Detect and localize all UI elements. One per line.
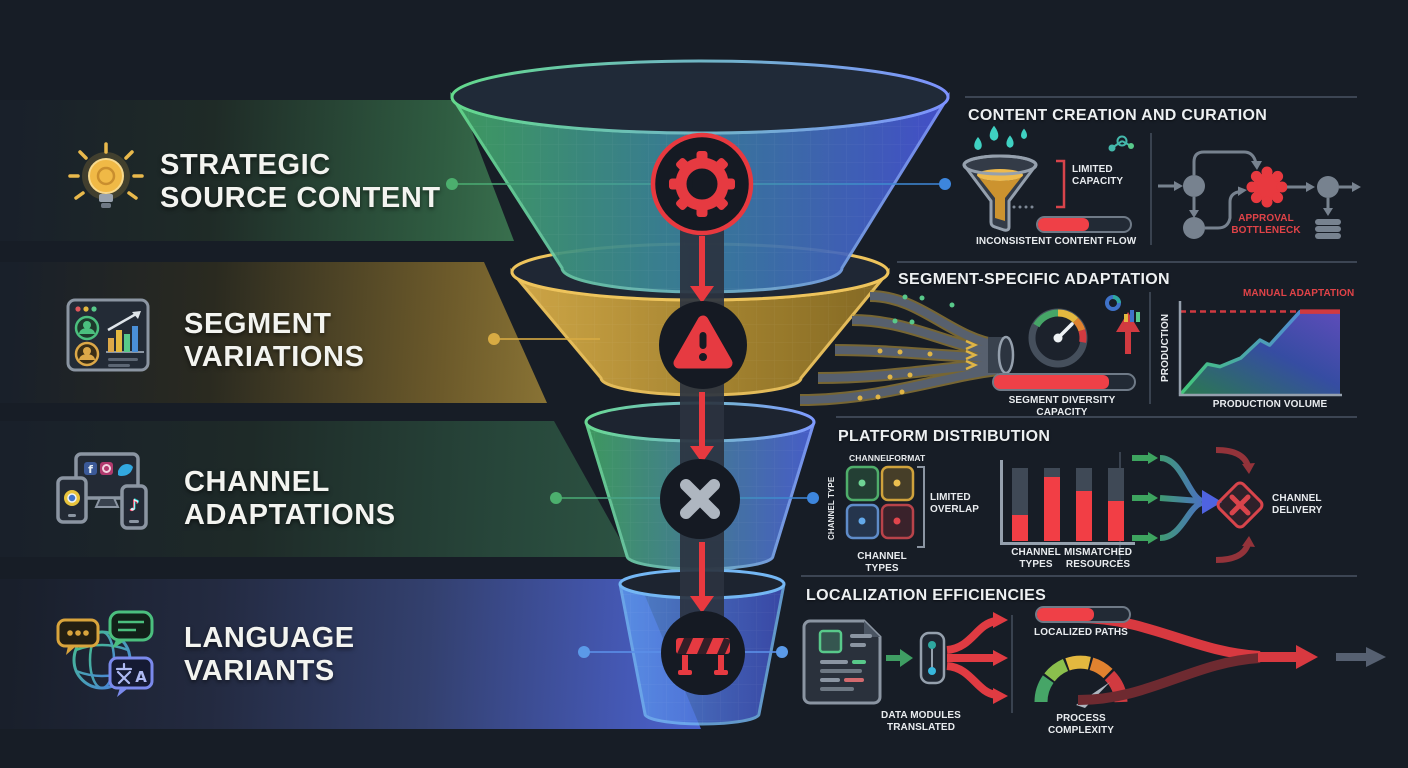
panel-4-title: LOCALIZATION EFFICIENCIES xyxy=(806,587,1047,604)
matrix-col-format: FORMAT xyxy=(889,453,926,463)
blocked-icon xyxy=(660,459,740,539)
svg-text:♪: ♪ xyxy=(128,496,138,515)
stage-label-line: ADAPTATIONS xyxy=(184,499,396,531)
stage-label-line: VARIATIONS xyxy=(184,341,365,373)
globe-translation-icon: A xyxy=(56,610,154,697)
localized-paths-label: LOCALIZED PATHS xyxy=(1034,627,1128,638)
production-chart xyxy=(1178,301,1342,397)
inconsistent-flow-caption: INCONSISTENT CONTENT FLOW xyxy=(976,236,1137,247)
bar-mismatch-2 xyxy=(1108,468,1124,541)
bar-mismatch-1 xyxy=(1076,468,1092,541)
mini-funnel-icon xyxy=(962,125,1038,232)
bar-fill xyxy=(1076,491,1092,541)
approval-bottleneck-label: APPROVAL BOTTLENECK xyxy=(1231,213,1301,236)
reroute-arrow-bottom xyxy=(1215,536,1255,563)
panel-2-title: SEGMENT-SPECIFIC ADAPTATION xyxy=(898,271,1170,288)
overlap-bracket xyxy=(917,466,925,548)
stage-label-channel: CHANNEL ADAPTATIONS xyxy=(184,466,396,532)
approval-flow-diagram xyxy=(1158,150,1361,239)
limited-capacity-label: LIMITED CAPACITY xyxy=(1072,164,1124,187)
process-complexity-label: PROCESS COMPLEXITY xyxy=(1047,713,1114,736)
matrix-caption: CHANNEL TYPES xyxy=(857,551,907,574)
donut-chart-icon xyxy=(1105,295,1121,311)
toggle-module-icon xyxy=(919,631,946,685)
connector-line-segment xyxy=(488,333,600,345)
lightbulb-icon xyxy=(68,142,144,208)
matrix-col-channel: CHANNEL xyxy=(849,453,892,463)
content-flow-progress xyxy=(1036,216,1132,233)
diversity-caption: SEGMENT DIVERSITY CAPACITY xyxy=(1008,395,1116,418)
pipes-graphic xyxy=(799,290,1015,406)
warning-icon xyxy=(659,301,747,389)
stage-label-line: LANGUAGE xyxy=(184,622,355,654)
bars-caption-2: MISMATCHED RESOURCES xyxy=(1064,547,1133,570)
panel-4-divider xyxy=(1011,615,1013,713)
panel-rule-1 xyxy=(965,96,1357,98)
stage-label-line: SOURCE CONTENT xyxy=(160,182,441,214)
panel-3-title: PLATFORM DISTRIBUTION xyxy=(838,428,1051,445)
data-modules-caption: DATA MODULES TRANSLATED xyxy=(881,710,961,733)
production-volume-label: PRODUCTION VOLUME xyxy=(1212,399,1328,410)
bar-fill xyxy=(1108,500,1124,541)
reroute-arrow-top xyxy=(1215,447,1255,474)
panel-rule-3 xyxy=(836,416,1357,418)
stage-band-strategic-source-content xyxy=(0,100,514,241)
content-flow-progress-fill xyxy=(1038,218,1089,231)
process-flow-arrows xyxy=(690,236,714,613)
channel-delivery-label: CHANNEL DELIVERY xyxy=(1272,493,1323,516)
panel-1-title: CONTENT CREATION AND CURATION xyxy=(968,107,1268,124)
droplets-icon xyxy=(974,125,1027,150)
stage-label-strategic: STRATEGIC SOURCE CONTENT xyxy=(160,149,441,215)
bar-chart-axis xyxy=(1000,460,1135,545)
bar-channel-1 xyxy=(1012,468,1028,541)
stage-label-line: STRATEGIC xyxy=(160,149,331,181)
manual-adaptation-label: MANUAL ADAPTATION xyxy=(1243,288,1355,299)
svg-text:A: A xyxy=(135,668,147,686)
diversity-progress xyxy=(992,373,1136,391)
diversity-progress-fill xyxy=(994,375,1109,389)
svg-text:♪: ♪ xyxy=(130,495,140,514)
devices-social-icon: f ♪ ♪ ♪ xyxy=(56,452,148,530)
panel-1-divider xyxy=(1150,133,1152,245)
stage-label-language: LANGUAGE VARIANTS xyxy=(184,622,355,688)
production-axis-label: PRODUCTION xyxy=(1160,313,1171,382)
panel-rule-2 xyxy=(897,261,1357,263)
document-icon xyxy=(802,619,882,705)
svg-text:♪: ♪ xyxy=(129,496,139,515)
stage-label-line: SEGMENT xyxy=(184,308,332,340)
increase-arrow-icon xyxy=(1116,312,1140,354)
limited-overlap-label: LIMITED OVERLAP xyxy=(930,492,980,515)
translation-fan-arrows xyxy=(946,612,1008,704)
database-icon xyxy=(1315,219,1341,239)
capacity-bracket xyxy=(1056,159,1066,209)
bar-fill xyxy=(1044,476,1060,541)
svg-text:f: f xyxy=(88,463,93,476)
delivery-blocked-diamond-icon xyxy=(1216,481,1264,529)
approval-gear-icon xyxy=(1246,166,1288,208)
localized-paths-progress xyxy=(1035,606,1131,623)
gear-icon xyxy=(650,132,754,236)
audience-dashboard-icon xyxy=(66,298,150,372)
mini-bars-icon xyxy=(1124,310,1140,322)
stage-label-line: VARIANTS xyxy=(184,655,335,687)
panel-2-divider xyxy=(1149,292,1151,404)
capacity-gauge-icon xyxy=(1028,308,1088,368)
stage-label-line: CHANNEL xyxy=(184,466,330,498)
bar-channel-2 xyxy=(1044,468,1060,541)
translate-arrow-icon xyxy=(886,649,913,667)
molecule-icon xyxy=(1108,135,1134,152)
barrier-icon xyxy=(661,611,745,695)
panel-rule-4 xyxy=(801,575,1357,577)
stage-label-segment: SEGMENT VARIATIONS xyxy=(184,308,365,374)
matrix-row-channel-type: CHANNEL TYPE xyxy=(827,476,836,540)
channel-format-matrix xyxy=(845,465,915,540)
bars-caption-1: CHANNEL TYPES xyxy=(1011,547,1061,570)
delivery-arrows xyxy=(1132,452,1222,544)
localized-paths-fill xyxy=(1037,608,1095,621)
bar-fill xyxy=(1012,515,1028,541)
